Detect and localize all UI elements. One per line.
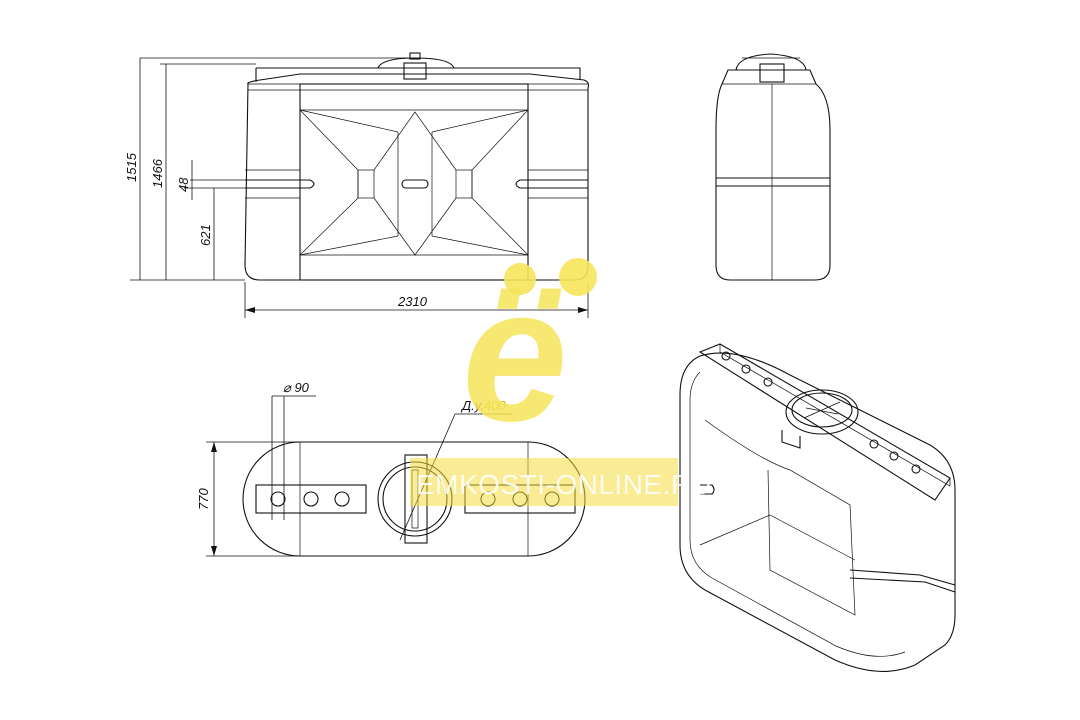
top-dimensions: [206, 395, 512, 557]
isometric-view: [679, 343, 956, 672]
height-total-label: 1515: [124, 152, 139, 182]
watermark: ё EMKOSTI-ONLINE.RU: [410, 249, 712, 506]
slot-level-label: 621: [198, 224, 213, 246]
slot-height-label: 48: [176, 177, 191, 192]
front-dimensions: [130, 57, 589, 318]
hatch-value: 400: [484, 398, 506, 413]
watermark-site: EMKOSTI-ONLINE.RU: [416, 469, 712, 500]
hatch-prefix: Д.у.: [460, 398, 484, 413]
watermark-dot-right: [559, 258, 597, 296]
height-body-label: 1466: [150, 158, 165, 188]
hatch-label: Д.у.400: [460, 398, 506, 413]
watermark-band: [410, 458, 678, 506]
front-view: [244, 52, 590, 281]
side-view: [715, 53, 831, 281]
watermark-dot-left: [504, 263, 536, 295]
hole-diameter-label: ⌀ 90: [283, 380, 310, 395]
length-label: 2310: [397, 294, 428, 309]
watermark-letter: ё: [462, 249, 568, 461]
width-label: 770: [196, 488, 211, 510]
